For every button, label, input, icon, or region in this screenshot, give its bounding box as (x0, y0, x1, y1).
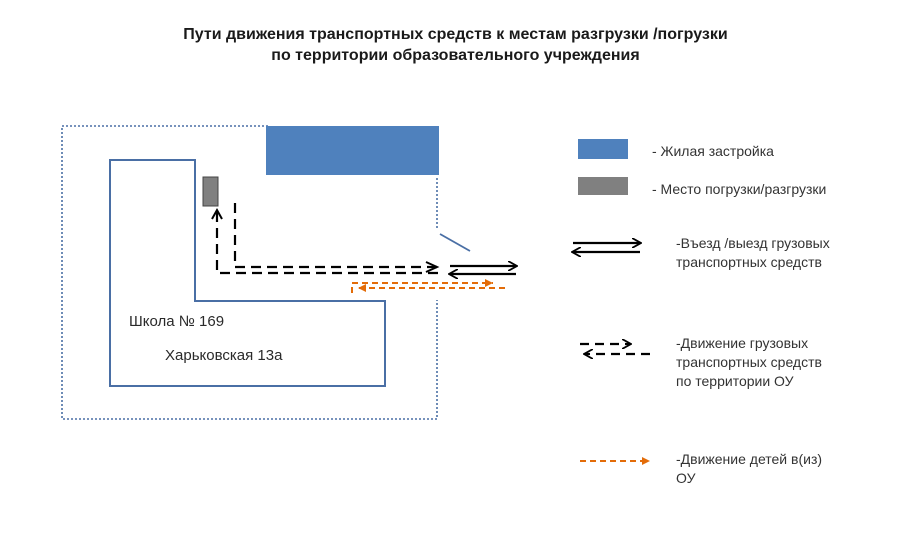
legend-children-movement-label: -Движение детей в(из) ОУ (676, 451, 823, 486)
loading-place (202, 176, 219, 207)
legend-entry-exit-label: -Въезд /выезд грузовых транспортных сред… (676, 235, 830, 270)
school-name: Школа № 169 (129, 313, 225, 330)
children-route-in (351, 279, 493, 293)
truck-route-outbound (215, 212, 440, 275)
title-line-2: по территории образовательного учреждени… (271, 47, 640, 64)
truck-route-inbound (233, 198, 437, 269)
truck-arrow-right (425, 261, 440, 273)
gate-line (439, 233, 471, 252)
diagram-title: Пути движения транспортных средств к мес… (0, 24, 911, 66)
legend-residential-swatch (578, 139, 628, 159)
residential-building (266, 126, 439, 175)
truck-arrow-up (211, 207, 223, 220)
legend-residential-label: - Жилая застройка (652, 143, 774, 159)
legend-truck-movement-label: -Движение грузовых транспортных средств … (676, 335, 822, 389)
territory-boundary (61, 125, 438, 420)
legend-loading-swatch (578, 177, 628, 195)
title-line-1: Пути движения транспортных средств к мес… (183, 26, 728, 43)
legend-loading-label: - Место погрузки/разгрузки (652, 181, 827, 197)
school-address: Харьковская 13а (165, 347, 283, 364)
school-building (109, 159, 386, 387)
